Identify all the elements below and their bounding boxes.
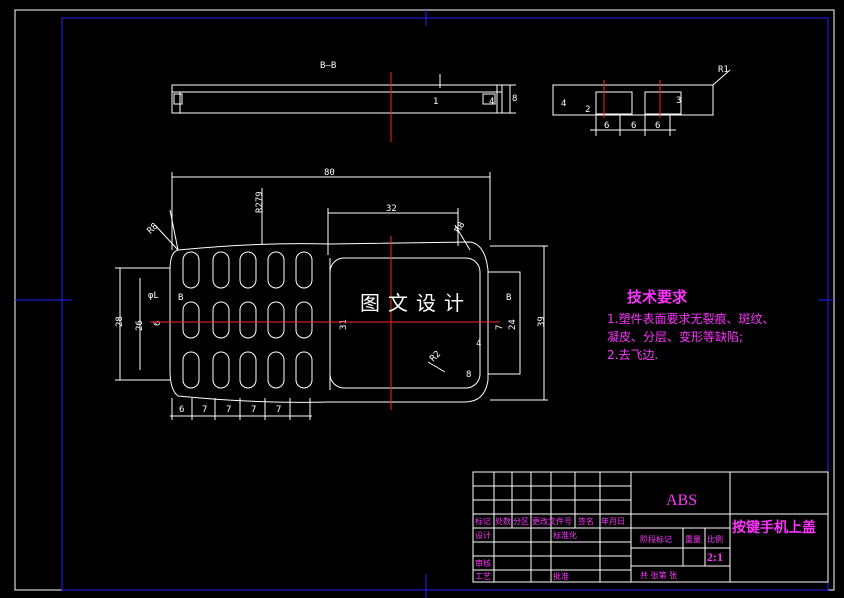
section-view: B—B 8 1 4 <box>171 61 517 114</box>
dim-height-26: 26 <box>135 320 145 331</box>
dim-height-6: 6 <box>153 321 163 326</box>
tb-material: ABS <box>666 492 697 509</box>
dim-radius-window: R8 <box>453 220 467 234</box>
plan-view: 80 32 R279 R8 R8 R2 39 28 26 6 φL B 31 B… <box>115 168 548 420</box>
tb-approve: 批准 <box>553 571 569 581</box>
tb-mark: 标记 <box>475 516 491 526</box>
dim-radius-corner: R8 <box>146 222 161 237</box>
section-label: B—B <box>320 61 336 71</box>
dim-radius-small: R2 <box>428 349 443 364</box>
tb-count: 处数 <box>495 516 511 526</box>
tech-item-3: 2.去飞边. <box>607 348 659 362</box>
dim-height-overall: 39 <box>537 316 547 327</box>
dim-phi-label: φL <box>148 291 159 301</box>
tb-zone: 分区 <box>513 517 529 526</box>
dim-height-4-main: 4 <box>476 339 481 349</box>
dim-height-28: 28 <box>115 316 125 327</box>
dim-height-4: 4 <box>489 97 494 107</box>
dim-height-8: 8 <box>512 94 517 104</box>
tech-title: 技术要求 <box>627 288 688 306</box>
tb-doc-no: 更改文件号 <box>532 516 572 526</box>
tech-item-1: 1.塑件表面要求无裂痕、斑纹、 <box>607 312 775 326</box>
dim-height-7: 7 <box>495 325 505 330</box>
tb-process: 工艺 <box>475 572 491 581</box>
body-outline <box>169 241 489 403</box>
tb-sheets: 共 张第 张 <box>640 570 677 580</box>
tb-review: 审核 <box>475 558 491 568</box>
dim-height-8-main: 8 <box>466 370 471 380</box>
dim-overall-width: 80 <box>324 168 335 178</box>
tb-weight: 重量 <box>685 534 701 544</box>
tb-stage-mark: 阶段标记 <box>640 534 672 544</box>
inner-border <box>61 17 829 591</box>
dim-radius-outline: R279 <box>255 191 265 213</box>
dim-side-3: 3 <box>676 96 681 106</box>
key-slots <box>182 251 313 389</box>
tb-design: 设计 <box>475 530 491 540</box>
technical-requirements: 技术要求 1.塑件表面要求无裂痕、斑纹、 凝皮、分层、变形等缺陷; 2.去飞边. <box>607 288 774 364</box>
dim-side-6c: 6 <box>655 121 660 131</box>
tb-standard: 标准化 <box>553 530 577 540</box>
dim-side-2: 2 <box>585 105 590 115</box>
tb-date: 年月日 <box>601 516 625 526</box>
dim-radius-top: R1 <box>718 65 729 75</box>
dim-bottom-7b: 7 <box>226 405 231 415</box>
dim-side-6a: 6 <box>604 121 609 131</box>
dim-height-31: 31 <box>339 319 349 330</box>
watermark-text: 图文设计 <box>360 291 472 315</box>
dim-bottom-7d: 7 <box>276 405 281 415</box>
dim-bottom-6: 6 <box>179 405 184 415</box>
tech-item-2: 凝皮、分层、变形等缺陷; <box>607 330 744 344</box>
tb-ratio: 比例 <box>707 534 723 544</box>
title-block <box>472 471 829 583</box>
dim-bottom-7c: 7 <box>251 405 256 415</box>
side-view: R1 6 6 6 4 2 3 <box>552 65 731 136</box>
dim-bottom-7a: 7 <box>202 405 207 415</box>
dim-height-24: 24 <box>508 319 518 330</box>
tb-sign: 签名 <box>578 516 594 526</box>
tb-scale: 2:1 <box>707 550 723 564</box>
dim-window-width: 32 <box>386 204 397 214</box>
tb-part-name: 按键手机上盖 <box>732 519 816 536</box>
dim-b-mark: B <box>506 293 511 303</box>
dim-side-4: 4 <box>561 99 566 109</box>
dim-side-6b: 6 <box>631 121 636 131</box>
screen-window <box>329 257 481 389</box>
dim-height-1: 1 <box>433 97 438 107</box>
dim-b-label: B <box>178 293 183 303</box>
